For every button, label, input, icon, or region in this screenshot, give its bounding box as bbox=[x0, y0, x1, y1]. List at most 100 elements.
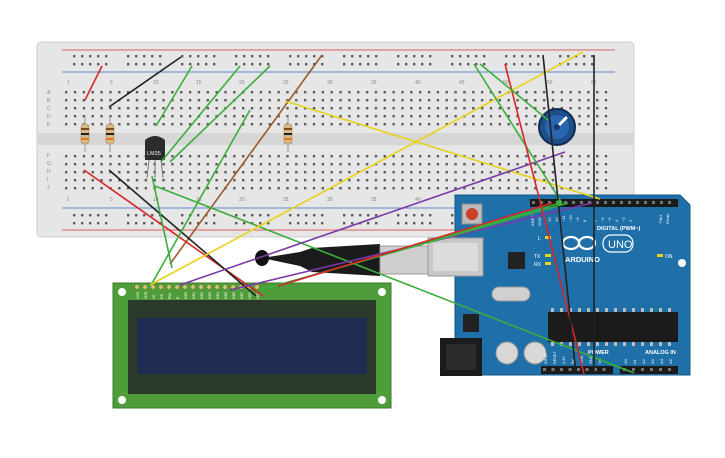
hole bbox=[206, 179, 209, 182]
wire[interactable] bbox=[108, 169, 257, 297]
hole bbox=[215, 107, 218, 110]
hole bbox=[206, 107, 209, 110]
hole bbox=[498, 163, 502, 166]
wire[interactable] bbox=[169, 54, 323, 265]
hole bbox=[97, 63, 100, 66]
hole bbox=[312, 187, 316, 190]
pin-label-power: GND bbox=[580, 355, 584, 364]
hole bbox=[330, 171, 333, 174]
wire[interactable] bbox=[542, 54, 577, 375]
hole bbox=[268, 107, 271, 110]
hole bbox=[181, 63, 184, 66]
hole bbox=[429, 55, 432, 58]
lcd-pin-label: DB6 bbox=[232, 292, 236, 299]
hole bbox=[100, 187, 103, 190]
hole bbox=[259, 99, 263, 102]
hole bbox=[197, 123, 201, 126]
lcd-pin bbox=[190, 284, 196, 290]
hole bbox=[135, 107, 139, 110]
wire[interactable] bbox=[277, 202, 553, 287]
reset-button-cap[interactable] bbox=[466, 208, 478, 220]
hole bbox=[375, 55, 378, 58]
hole bbox=[289, 214, 292, 217]
hole bbox=[357, 91, 360, 94]
wire[interactable] bbox=[160, 65, 241, 163]
col-label: 40 bbox=[415, 197, 421, 203]
hole bbox=[213, 55, 216, 58]
hole bbox=[267, 214, 270, 217]
hole bbox=[180, 91, 183, 94]
hole bbox=[153, 99, 156, 102]
hole bbox=[171, 155, 174, 158]
hole bbox=[516, 171, 519, 174]
hole bbox=[297, 63, 300, 66]
pin-label-digital: 4 bbox=[614, 219, 619, 222]
hole bbox=[82, 99, 86, 102]
hole bbox=[242, 155, 245, 158]
hole bbox=[401, 123, 404, 126]
lcd-pin-label: DB3 bbox=[208, 292, 212, 299]
arduino-uno: L TX RX ON ARDUINO UNO DIGITAL (PWM~) PO… bbox=[427, 194, 691, 376]
hole bbox=[153, 179, 156, 182]
hole bbox=[235, 63, 238, 66]
hole bbox=[91, 99, 94, 102]
wire[interactable] bbox=[149, 109, 251, 288]
potentiometer[interactable] bbox=[538, 108, 576, 146]
hole bbox=[436, 115, 440, 118]
hole bbox=[628, 201, 631, 204]
col-label: 30 bbox=[327, 197, 333, 203]
wire[interactable] bbox=[155, 65, 193, 127]
hole bbox=[303, 155, 307, 158]
hole bbox=[410, 155, 413, 158]
wire[interactable] bbox=[284, 100, 601, 200]
hole bbox=[405, 63, 408, 66]
lcd-pin-label: E bbox=[176, 296, 180, 299]
wire[interactable] bbox=[179, 151, 566, 286]
col-label: 55 bbox=[547, 80, 553, 86]
hole bbox=[365, 99, 369, 102]
hole bbox=[578, 115, 581, 118]
hole bbox=[159, 63, 162, 66]
hole bbox=[505, 63, 508, 66]
hole bbox=[197, 187, 201, 190]
hole bbox=[65, 99, 68, 102]
wire[interactable] bbox=[83, 169, 264, 297]
lcd-pin-label: DB2 bbox=[200, 292, 204, 299]
hole bbox=[513, 63, 516, 66]
hole bbox=[421, 214, 424, 217]
hole bbox=[348, 155, 351, 158]
hole bbox=[419, 155, 422, 158]
lcd-pin bbox=[222, 284, 228, 290]
pin-label-power: 3.3V bbox=[562, 356, 566, 364]
hole bbox=[542, 99, 546, 102]
hole bbox=[97, 222, 100, 225]
hole bbox=[365, 187, 369, 190]
wire[interactable] bbox=[169, 65, 271, 163]
hole bbox=[330, 107, 333, 110]
hole bbox=[268, 115, 271, 118]
col-label: 10 bbox=[153, 80, 159, 86]
hole bbox=[188, 155, 192, 158]
hole bbox=[480, 187, 484, 190]
hole bbox=[421, 63, 424, 66]
hole bbox=[100, 123, 103, 126]
hole bbox=[472, 123, 475, 126]
hole bbox=[587, 308, 590, 312]
hole bbox=[339, 155, 342, 158]
hole bbox=[312, 163, 316, 166]
wire[interactable] bbox=[84, 65, 103, 101]
lcd-pin bbox=[158, 284, 164, 290]
wire[interactable] bbox=[479, 63, 549, 121]
hole bbox=[578, 91, 581, 94]
hole bbox=[81, 55, 84, 58]
hole bbox=[489, 179, 493, 182]
wire[interactable] bbox=[473, 63, 563, 204]
hole bbox=[259, 171, 263, 174]
hole bbox=[397, 63, 400, 66]
wire[interactable] bbox=[108, 56, 182, 108]
wire[interactable] bbox=[154, 185, 635, 374]
wire[interactable] bbox=[149, 51, 584, 286]
hole bbox=[105, 214, 108, 217]
hole bbox=[180, 99, 183, 102]
